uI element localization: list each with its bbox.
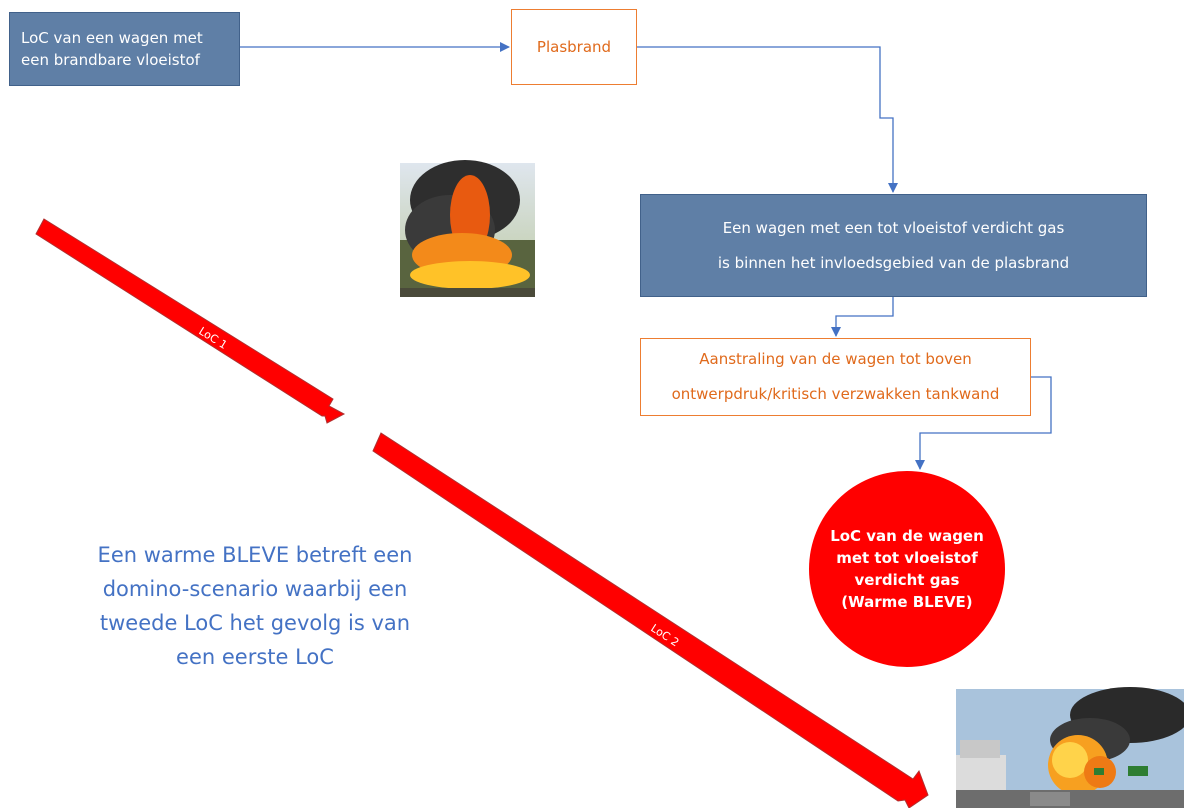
note-line3: tweede LoC het gevolg is van <box>99 611 411 635</box>
connector-wagon-to-heating <box>831 297 894 337</box>
loc1-arrow: LoC 1 <box>35 218 346 424</box>
node-result-line4: (Warme BLEVE) <box>841 593 973 611</box>
node-start-line1: LoC van een wagen met <box>21 29 203 47</box>
explanation-note: Een warme BLEVE betreft een domino-scena… <box>60 538 450 674</box>
node-result-line3: verdicht gas <box>854 571 960 589</box>
node-result-bleve: LoC van de wagen met tot vloeistof verdi… <box>809 471 1005 667</box>
node-wagon-line2: is binnen het invloedsgebied van de plas… <box>717 253 1070 272</box>
connector-heating-to-result <box>915 376 1052 470</box>
node-wagon-in-range: Een wagen met een tot vloeistof verdicht… <box>640 194 1147 297</box>
node-heating-line1: Aanstraling van de wagen tot boven <box>699 350 972 368</box>
node-plasbrand-label: Plasbrand <box>536 38 612 56</box>
node-wagon-line1: Een wagen met een tot vloeistof verdicht… <box>722 218 1065 237</box>
node-result-line1: LoC van de wagen <box>830 527 984 545</box>
node-start-loc: LoC van een wagen met een brandbare vloe… <box>9 12 240 86</box>
pool-fire-photo <box>400 160 535 297</box>
node-plasbrand: Plasbrand <box>511 9 637 85</box>
note-line1: Een warme BLEVE betreft een <box>97 543 413 567</box>
node-heating-line2: ontwerpdruk/kritisch verzwakken tankwand <box>671 385 1000 403</box>
bleve-fireball-photo <box>956 687 1184 808</box>
note-line4: een eerste LoC <box>176 645 334 669</box>
node-heating: Aanstraling van de wagen tot boven ontwe… <box>640 338 1031 416</box>
connector-plasbrand-to-wagon <box>637 46 898 193</box>
note-line2: domino-scenario waarbij een <box>102 577 408 601</box>
loc2-arrow: LoC 2 <box>372 432 929 808</box>
node-start-line2: een brandbare vloeistof <box>21 51 200 69</box>
node-result-line2: met tot vloeistof <box>836 549 978 567</box>
